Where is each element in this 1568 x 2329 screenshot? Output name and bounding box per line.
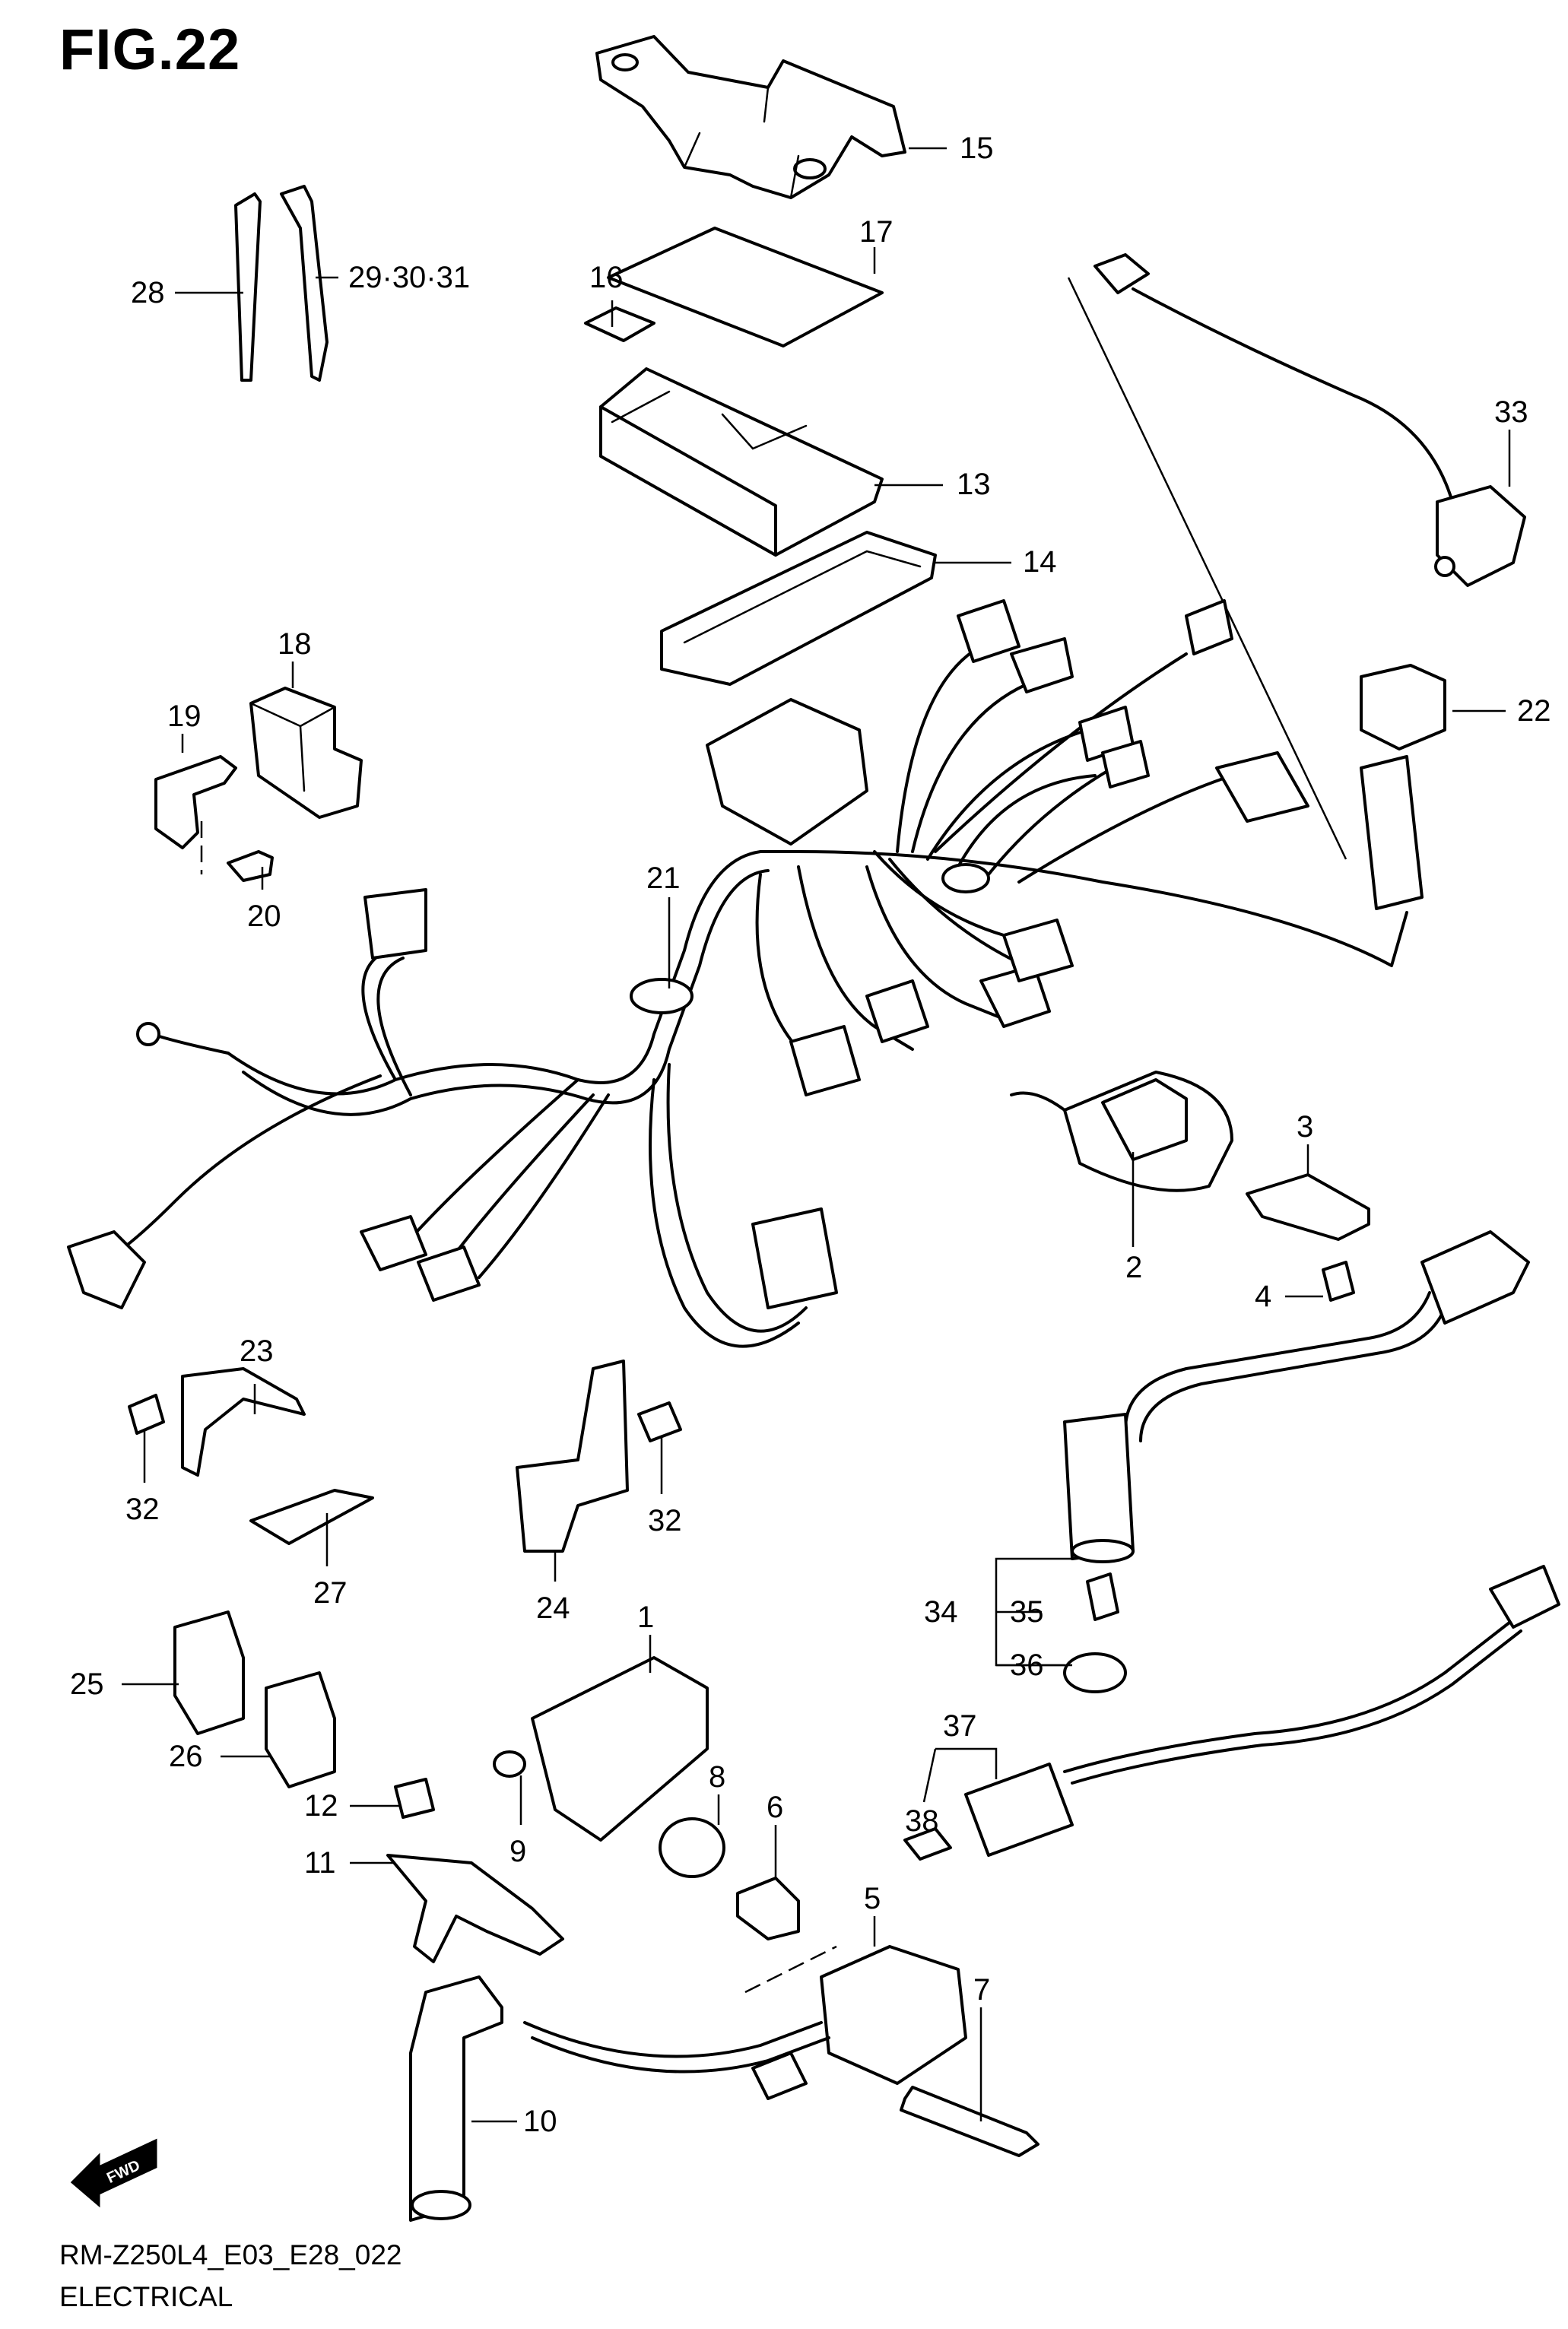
callout-15: 15 — [960, 132, 994, 165]
part-8-grommet[interactable] — [659, 1817, 725, 1878]
callout-5: 5 — [864, 1882, 881, 1915]
part-4-bolt[interactable] — [1322, 1261, 1355, 1302]
callout-25: 25 — [70, 1667, 104, 1701]
part-33-sensor[interactable] — [1093, 253, 1526, 587]
callout-18: 18 — [278, 627, 312, 661]
part-25-connector[interactable] — [173, 1610, 245, 1735]
part-36-seal[interactable] — [1063, 1652, 1127, 1693]
part-14-band[interactable] — [660, 531, 937, 686]
callout-26: 26 — [169, 1740, 203, 1773]
callout-24: 24 — [536, 1591, 570, 1625]
part-38-fuse[interactable] — [903, 1827, 952, 1861]
part-3-plate[interactable] — [1246, 1173, 1370, 1241]
part-18-relay[interactable] — [249, 687, 363, 819]
callout-22: 22 — [1517, 694, 1551, 728]
part-34-plug-cap[interactable] — [1063, 1230, 1530, 1563]
part-37-fuse-wire[interactable] — [964, 1565, 1560, 1857]
callout-21: 21 — [646, 861, 681, 895]
callout-23: 23 — [240, 1334, 274, 1368]
callout-16: 16 — [589, 261, 624, 294]
part-29-cable-tie[interactable] — [280, 185, 329, 382]
part-12-bolt[interactable] — [394, 1778, 435, 1819]
part-20-bolt[interactable] — [200, 821, 274, 882]
part-19-clip[interactable] — [154, 755, 237, 849]
part-5-ignition-coil[interactable] — [523, 1945, 967, 2100]
callout-29-30-31: 29·30·31 — [348, 261, 470, 294]
callout-27: 27 — [313, 1576, 348, 1610]
part-11-bracket[interactable] — [386, 1854, 564, 1963]
part-22-cap[interactable] — [1360, 664, 1446, 750]
diagonal-reference-line — [1067, 277, 1347, 860]
callout-38: 38 — [905, 1804, 939, 1838]
callout-7: 7 — [973, 1973, 990, 2007]
part-10-plug-cap[interactable] — [409, 1975, 503, 2222]
part-16-pad[interactable] — [584, 306, 655, 342]
part-17-pad[interactable] — [607, 227, 884, 347]
leader-lines — [122, 147, 1511, 2123]
callout-32-right: 32 — [648, 1504, 682, 1537]
figure-code: RM-Z250L4_E03_E28_022 — [59, 2239, 402, 2270]
figure-title: FIG.22 — [59, 17, 241, 82]
callout-13: 13 — [957, 468, 991, 501]
callout-33: 33 — [1494, 395, 1528, 429]
part-32-bolt-left[interactable] — [128, 1394, 165, 1435]
callout-9: 9 — [509, 1835, 526, 1868]
callout-37: 37 — [943, 1709, 977, 1743]
callout-35: 35 — [1010, 1595, 1044, 1629]
part-28-cable-tie[interactable] — [234, 192, 262, 382]
callout-3: 3 — [1297, 1110, 1313, 1144]
callout-19: 19 — [167, 700, 202, 733]
part-26-connector[interactable] — [265, 1671, 336, 1788]
callout-14: 14 — [1023, 545, 1057, 579]
callout-6: 6 — [767, 1791, 783, 1824]
part-9-nut[interactable] — [493, 1750, 526, 1778]
callout-1: 1 — [637, 1601, 654, 1634]
callout-20: 20 — [247, 900, 281, 933]
part-23-bracket[interactable] — [181, 1367, 306, 1477]
callout-34: 34 — [924, 1595, 958, 1629]
fwd-arrow-icon: FWD — [70, 2138, 157, 2208]
callout-32-left: 32 — [125, 1493, 160, 1526]
part-1-regulator[interactable] — [531, 1656, 709, 1842]
part-15-bracket[interactable] — [595, 35, 906, 199]
callout-28: 28 — [131, 276, 165, 309]
callout-17: 17 — [859, 215, 894, 249]
callout-2: 2 — [1125, 1251, 1142, 1284]
figure-name: ELECTRICAL — [59, 2281, 233, 2312]
part-7-bolt[interactable] — [900, 2086, 1040, 2157]
part-21-wiring-harness[interactable] — [67, 599, 1424, 1348]
part-32-bolt-right[interactable] — [637, 1401, 682, 1442]
callout-4: 4 — [1255, 1280, 1271, 1313]
part-13-ecm[interactable] — [599, 367, 884, 557]
callout-36: 36 — [1010, 1648, 1044, 1682]
part-27-pad[interactable] — [249, 1489, 374, 1545]
part-35-spring[interactable] — [1086, 1572, 1119, 1621]
callout-10: 10 — [523, 2105, 557, 2138]
callout-12: 12 — [304, 1789, 338, 1823]
part-6-bushing[interactable] — [736, 1877, 800, 1940]
callout-8: 8 — [709, 1760, 725, 1794]
part-2-coil[interactable] — [1010, 1071, 1233, 1192]
callout-11: 11 — [304, 1846, 336, 1880]
part-24-bracket[interactable] — [516, 1360, 629, 1553]
